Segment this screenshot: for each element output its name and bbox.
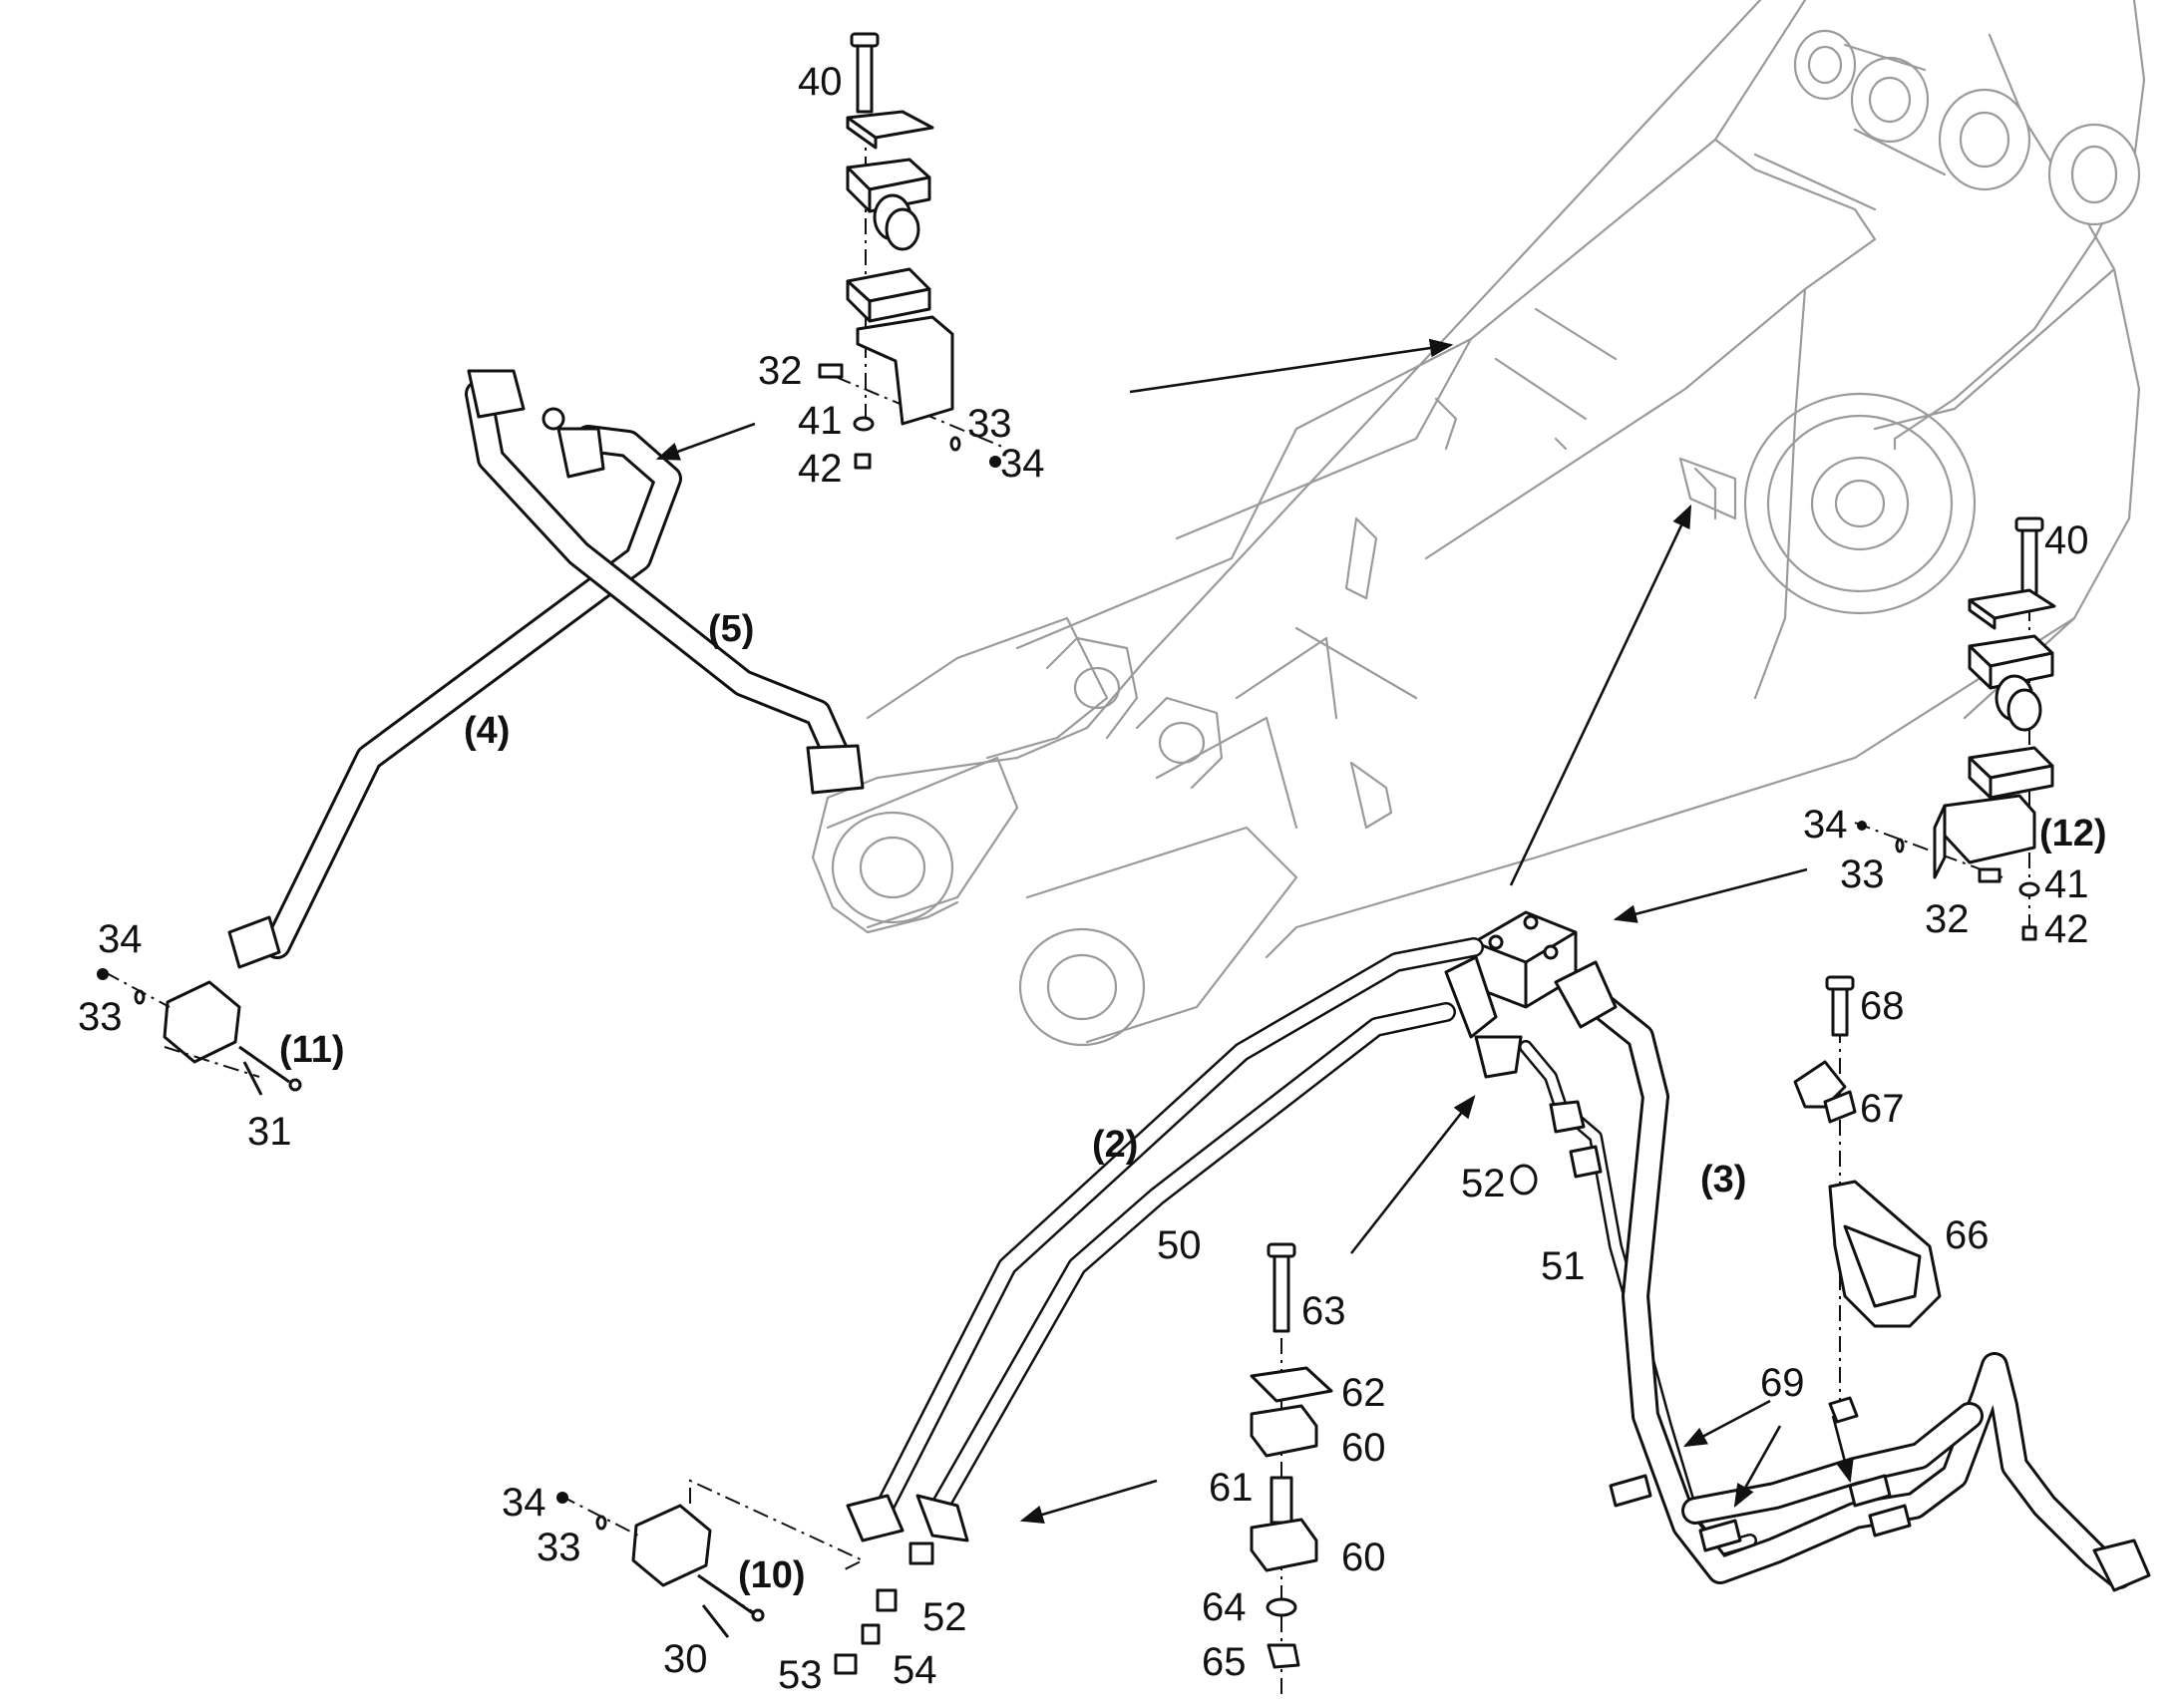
callout-67: 67 [1860, 1087, 1905, 1131]
assembly-3-label: (3) [1700, 1159, 1746, 1200]
clamp-assembly-right [1854, 516, 2056, 941]
callout-62: 62 [1341, 1371, 1386, 1415]
callout-64: 64 [1202, 1585, 1247, 1629]
callout-labels: 40 32 41 42 33 34 40 34 33 32 41 42 34 3… [78, 60, 2107, 1697]
boom-structure [811, 0, 2146, 1047]
assembly-10-label: (10) [738, 1554, 806, 1596]
callout-42-right: 42 [2044, 907, 2089, 951]
hose-5 [465, 369, 865, 795]
assembly-2-label: (2) [1092, 1124, 1138, 1166]
assembly-12-label: (12) [2039, 813, 2107, 854]
assembly-4-label: (4) [464, 710, 510, 752]
callout-33-top: 33 [967, 402, 1012, 446]
callout-32-right: 32 [1925, 897, 1970, 941]
callout-34-bottom: 34 [502, 1481, 546, 1525]
callout-33-right: 33 [1840, 853, 1885, 896]
callout-41-top: 41 [798, 399, 843, 443]
callout-33-bottom: 33 [537, 1526, 581, 1569]
callout-60-upper: 60 [1341, 1426, 1386, 1470]
callout-65: 65 [1202, 1640, 1247, 1684]
callout-30: 30 [663, 1637, 708, 1681]
callout-69: 69 [1760, 1361, 1805, 1405]
callout-52-upper: 52 [1461, 1162, 1506, 1205]
mount-assembly [1250, 1242, 1333, 1695]
callout-34-top: 34 [1000, 442, 1045, 486]
callout-41-right: 41 [2044, 862, 2089, 906]
clamp-10 [556, 1479, 866, 1638]
callout-60-lower: 60 [1341, 1536, 1386, 1579]
callout-31: 31 [247, 1110, 292, 1154]
callout-34-right: 34 [1803, 803, 1848, 847]
fitting-52 [1510, 1164, 1538, 1196]
manifold-block [1444, 910, 1578, 1079]
callout-52-lower: 52 [922, 1595, 967, 1639]
callout-63: 63 [1301, 1289, 1346, 1333]
callout-68: 68 [1860, 984, 1905, 1028]
assembly-11-label: (11) [279, 1029, 344, 1071]
callout-50: 50 [1157, 1223, 1202, 1267]
tube-50 [834, 1002, 1456, 1675]
callout-34-left: 34 [98, 917, 143, 961]
clamp-assembly-top [818, 32, 1003, 470]
callout-66: 66 [1945, 1213, 1990, 1257]
tube-2 [846, 937, 1484, 1542]
assembly-5-label: (5) [708, 608, 754, 650]
clip-assembly [1793, 975, 1942, 1424]
callout-61: 61 [1209, 1466, 1254, 1510]
callout-40-right: 40 [2044, 518, 2089, 562]
callout-40-top: 40 [798, 60, 843, 104]
callout-33-left: 33 [78, 995, 123, 1039]
callout-51: 51 [1541, 1244, 1586, 1288]
callout-32-top: 32 [758, 349, 803, 393]
callout-54: 54 [893, 1648, 937, 1692]
callout-42-top: 42 [798, 447, 843, 491]
hose-4 [227, 425, 682, 969]
leader-arrows [655, 338, 1854, 1524]
callout-53: 53 [778, 1653, 823, 1697]
clamp-11 [97, 968, 302, 1096]
